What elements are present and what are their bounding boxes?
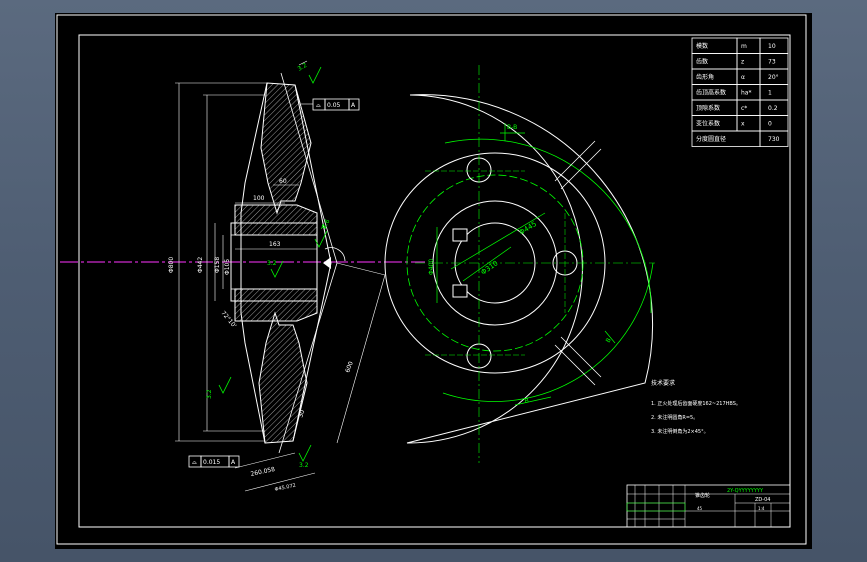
- svg-text:0.015: 0.015: [203, 459, 220, 466]
- hatch-hub-lower: [234, 288, 318, 322]
- title-part-code: ZD-04: [755, 497, 770, 503]
- params-row: 顶隙系数 c* 0.2: [691, 99, 789, 116]
- pitch-line-lower: [292, 262, 332, 442]
- params-row: 齿数 z 73: [691, 53, 789, 70]
- cad-drawing: A Φ800 Φ442 Φ158 Φ105 100 163 60 72°10' …: [56, 14, 807, 545]
- roughness-mark-1: 3.2: [297, 62, 322, 84]
- title-material: 45: [697, 506, 703, 511]
- params-value: 1: [768, 90, 772, 97]
- hub-bore: [230, 222, 318, 302]
- params-name: 顶隙系数: [696, 104, 720, 112]
- dim-slant-2: 30: [297, 409, 306, 419]
- params-name: 模数: [696, 42, 708, 50]
- svg-text:0.05: 0.05: [327, 102, 341, 109]
- params-symbol: ha*: [741, 90, 751, 97]
- roughness-mark-3: 3.2: [206, 376, 232, 399]
- hatch-tooth-upper: [260, 82, 312, 215]
- params-name: 齿顶高系数: [696, 89, 726, 97]
- dim-bore-2: Φ105: [224, 259, 231, 275]
- svg-text:3.2: 3.2: [267, 260, 277, 267]
- title-block: 2Y-QYYYYYYYY ZD-04 锥齿轮 1:4 45: [626, 484, 791, 528]
- tech-notes-title: 技术要求: [651, 379, 675, 387]
- params-symbol: x: [741, 121, 745, 128]
- section-view: A Φ800 Φ442 Φ158 Φ105 100 163 60 72°10' …: [168, 60, 386, 493]
- tech-notes: 技术要求 1. 正火处理后齿面硬度162~217HBS。 2. 未注明圆角R=5…: [651, 379, 741, 435]
- outer-frame: [56, 14, 807, 545]
- params-value: 730: [768, 136, 780, 143]
- tolerance-frame-bottom: ⌓ 0.015 A: [188, 455, 240, 468]
- params-symbol: z: [741, 59, 744, 66]
- svg-text:3.2: 3.2: [297, 62, 309, 73]
- params-table: 模数 m 10 齿数 z 73 齿形角 α 20° 齿顶高系数 ha* 1 顶隙系数 c* 0.2 变位系数 x…: [691, 37, 789, 147]
- tech-note-2: 2. 未注明圆角R=5。: [651, 414, 698, 421]
- tech-note-3: 3. 未注明倒角为2×45°。: [651, 428, 709, 435]
- dim-hub-diameter: Φ442: [197, 257, 204, 273]
- params-value: 0: [768, 121, 772, 128]
- svg-text:1.6: 1.6: [321, 218, 332, 230]
- pitch-arc: [444, 138, 652, 314]
- title-drawing-number: 2Y-QYYYYYYYY: [727, 488, 764, 494]
- dim-end-d1: Φ445: [518, 220, 538, 237]
- dim-end-d3: Φ400: [428, 259, 435, 275]
- section-mark-top: B-B: [507, 124, 517, 131]
- dim-bore-length: 163: [269, 241, 281, 248]
- params-row: 齿形角 α 20°: [691, 68, 789, 85]
- roughness-mark-4: 3.2: [298, 444, 312, 469]
- dim-outer-diameter: Φ800: [168, 257, 175, 273]
- b-mark: B: [605, 337, 613, 344]
- params-row: 分度圆直径 730: [691, 130, 789, 147]
- gear-sector-outline: [406, 94, 654, 444]
- svg-text:⌓: ⌓: [192, 459, 197, 466]
- tip-line-lower: [278, 262, 338, 454]
- datum-a-label: A: [321, 223, 326, 231]
- svg-text:3.2: 3.2: [299, 462, 309, 469]
- tolerance-frame-top: ⌓ 0.05 A: [301, 98, 360, 111]
- params-row: 变位系数 x 0: [691, 115, 789, 132]
- svg-text:⌓: ⌓: [316, 102, 321, 109]
- section-mark-bottom: B: [524, 397, 529, 405]
- dim-bottom-width: 260.058: [250, 466, 276, 478]
- hatch-tooth-lower: [258, 311, 308, 444]
- dim-bottom-width-2: Φ45.072: [274, 483, 296, 493]
- svg-text:A: A: [351, 102, 356, 109]
- params-symbol: α: [741, 74, 745, 81]
- params-symbol: c*: [741, 105, 747, 112]
- params-value: 10: [768, 43, 776, 50]
- inner-frame: [78, 34, 791, 528]
- cone-back-outline: [240, 82, 268, 444]
- cad-viewport[interactable]: A Φ800 Φ442 Φ158 Φ105 100 163 60 72°10' …: [55, 13, 812, 549]
- dim-end-d2: Φ310: [480, 259, 500, 276]
- dim-bore-1: Φ158: [214, 257, 221, 273]
- params-name: 齿数: [696, 58, 708, 66]
- title-part-name: 锥齿轮: [695, 492, 710, 499]
- params-value: 73: [768, 59, 776, 66]
- params-name: 分度圆直径: [696, 135, 726, 143]
- dim-hub-length: 100: [253, 195, 265, 202]
- hatch-hub-upper: [234, 204, 318, 236]
- end-view: Φ445 Φ310 Φ400 B-B B B: [384, 65, 655, 463]
- params-value: 0.2: [768, 105, 778, 112]
- dim-slant-1: 600: [344, 360, 355, 373]
- svg-text:A: A: [231, 459, 236, 466]
- title-scale: 1:4: [758, 506, 765, 511]
- datum-a-arrow: [323, 257, 331, 269]
- roughness-mark-5: 1.6: [314, 218, 332, 248]
- pitch-line-upper: [294, 84, 332, 264]
- svg-text:3.2: 3.2: [206, 389, 213, 399]
- params-row: 模数 m 10: [691, 37, 789, 54]
- params-symbol: m: [741, 43, 747, 50]
- roughness-mark-2: 3.2: [267, 260, 284, 278]
- tip-line-upper: [280, 72, 338, 264]
- params-row: 齿顶高系数 ha* 1: [691, 84, 789, 101]
- params-name: 齿形角: [696, 73, 714, 81]
- params-value: 20°: [768, 74, 779, 81]
- tech-note-1: 1. 正火处理后齿面硬度162~217HBS。: [651, 400, 741, 407]
- params-name: 变位系数: [696, 120, 720, 128]
- dim-web: 60: [279, 178, 287, 185]
